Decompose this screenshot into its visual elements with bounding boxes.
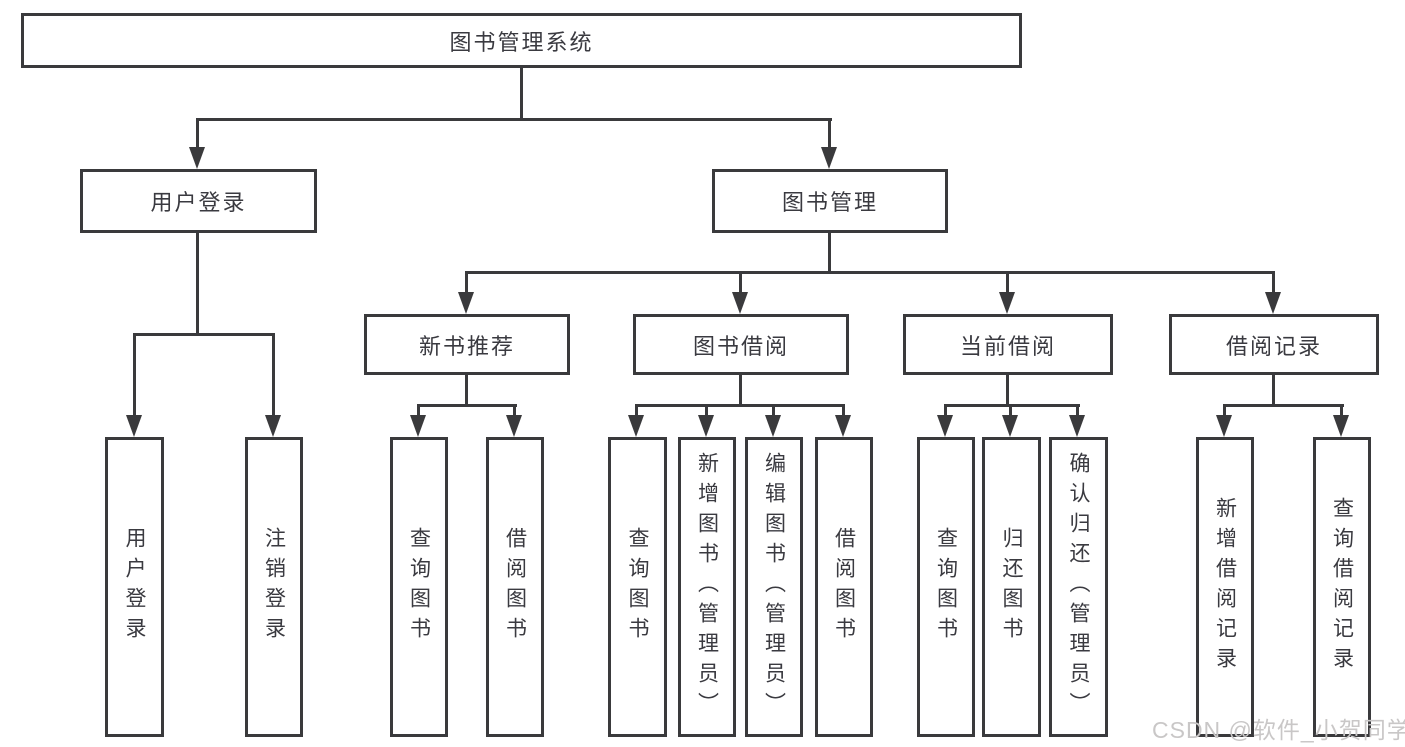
connector-line	[513, 404, 516, 418]
connector-line	[944, 404, 1080, 407]
arrowhead-icon	[1002, 415, 1018, 437]
arrowhead-icon	[189, 147, 205, 169]
leaf-add-borrow-record: 新增借阅记录	[1196, 437, 1254, 737]
leaf-user-login: 用户登录	[105, 437, 164, 737]
node-root-label: 图书管理系统	[449, 29, 594, 55]
leaf-query-borrow-record-label: 查询借阅记录	[1330, 497, 1354, 677]
connector-line	[772, 404, 775, 418]
leaf-add-books-admin-label: 新增图书（管理员）	[695, 452, 719, 722]
leaf-borrow-books-1: 借阅图书	[486, 437, 544, 737]
node-user-login: 用户登录	[80, 169, 317, 233]
leaf-query-books-3: 查询图书	[917, 437, 975, 737]
leaf-confirm-return-admin: 确认归还（管理员）	[1049, 437, 1108, 737]
leaf-return-books-label: 归还图书	[1000, 527, 1024, 647]
leaf-query-books-2-label: 查询图书	[626, 527, 650, 647]
connector-line	[1223, 404, 1344, 407]
arrowhead-icon	[506, 415, 522, 437]
connector-line	[272, 333, 275, 417]
node-borrow-records: 借阅记录	[1169, 314, 1379, 375]
connector-line	[842, 404, 845, 418]
connector-line	[417, 404, 420, 418]
arrowhead-icon	[410, 415, 426, 437]
arrowhead-icon	[1333, 415, 1349, 437]
connector-line	[1009, 404, 1012, 418]
leaf-edit-books-admin: 编辑图书（管理员）	[745, 437, 803, 737]
node-book-management-label: 图书管理	[781, 190, 878, 215]
leaf-query-books-2: 查询图书	[608, 437, 667, 737]
node-book-borrow-label: 图书借阅	[692, 333, 789, 359]
csdn-watermark: CSDN @软件_小贺同学	[1152, 717, 1405, 743]
connector-line	[520, 68, 523, 120]
arrowhead-icon	[999, 292, 1015, 314]
connector-line	[465, 271, 1275, 274]
connector-line	[1272, 271, 1275, 294]
node-new-book-recommend-label: 新书推荐	[418, 333, 515, 359]
connector-line	[196, 118, 832, 121]
node-user-login-label: 用户登录	[150, 190, 247, 215]
connector-line	[1223, 404, 1226, 418]
leaf-edit-books-admin-label: 编辑图书（管理员）	[762, 452, 786, 722]
leaf-add-books-admin: 新增图书（管理员）	[678, 437, 736, 737]
leaf-query-books-3-label: 查询图书	[934, 527, 958, 647]
connector-line	[196, 118, 199, 150]
connector-line	[828, 118, 831, 150]
arrowhead-icon	[126, 415, 142, 437]
connector-line	[739, 271, 742, 294]
leaf-query-books-1-label: 查询图书	[407, 527, 431, 647]
arrowhead-icon	[835, 415, 851, 437]
connector-line	[1340, 404, 1343, 418]
leaf-add-borrow-record-label: 新增借阅记录	[1213, 497, 1237, 677]
connector-line	[465, 375, 468, 407]
connector-line	[133, 333, 136, 417]
arrowhead-icon	[458, 292, 474, 314]
arrowhead-icon	[265, 415, 281, 437]
node-book-borrow: 图书借阅	[633, 314, 849, 375]
connector-line	[635, 404, 638, 418]
node-borrow-records-label: 借阅记录	[1225, 333, 1322, 359]
connector-line	[417, 404, 517, 407]
connector-line	[1006, 271, 1009, 294]
leaf-logout-label: 注销登录	[262, 527, 286, 647]
connector-line	[739, 375, 742, 407]
connector-line	[705, 404, 708, 418]
leaf-query-borrow-record: 查询借阅记录	[1313, 437, 1371, 737]
arrowhead-icon	[1069, 415, 1085, 437]
node-root: 图书管理系统	[21, 13, 1022, 68]
leaf-logout: 注销登录	[245, 437, 303, 737]
leaf-query-books-1: 查询图书	[390, 437, 448, 737]
leaf-confirm-return-admin-label: 确认归还（管理员）	[1067, 452, 1091, 722]
node-new-book-recommend: 新书推荐	[364, 314, 570, 375]
leaf-borrow-books-2-label: 借阅图书	[832, 527, 856, 647]
connector-line	[944, 404, 947, 418]
node-current-borrow: 当前借阅	[903, 314, 1113, 375]
connector-line	[1006, 375, 1009, 407]
arrowhead-icon	[1216, 415, 1232, 437]
connector-line	[1272, 375, 1275, 407]
leaf-borrow-books-1-label: 借阅图书	[503, 527, 527, 647]
connector-line	[196, 233, 199, 335]
connector-line	[1076, 404, 1079, 418]
arrowhead-icon	[765, 415, 781, 437]
arrowhead-icon	[698, 415, 714, 437]
connector-line	[133, 333, 275, 336]
leaf-borrow-books-2: 借阅图书	[815, 437, 873, 737]
connector-line	[465, 271, 468, 294]
arrowhead-icon	[821, 147, 837, 169]
node-book-management: 图书管理	[712, 169, 948, 233]
connector-line	[828, 233, 831, 273]
connector-line	[635, 404, 845, 407]
arrowhead-icon	[1265, 292, 1281, 314]
leaf-return-books: 归还图书	[982, 437, 1041, 737]
node-current-borrow-label: 当前借阅	[959, 333, 1056, 359]
arrowhead-icon	[628, 415, 644, 437]
leaf-user-login-label: 用户登录	[123, 527, 147, 647]
arrowhead-icon	[937, 415, 953, 437]
arrowhead-icon	[732, 292, 748, 314]
